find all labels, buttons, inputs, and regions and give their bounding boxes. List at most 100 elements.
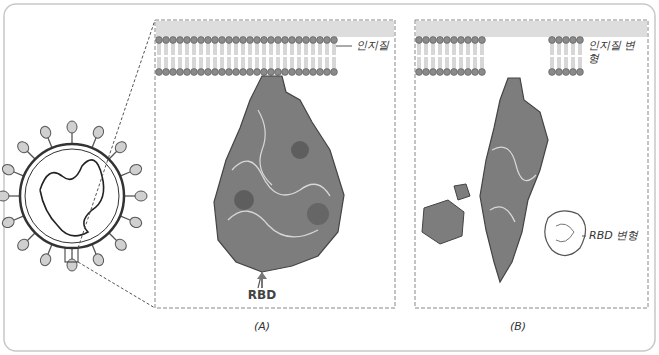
lipid-tail — [228, 42, 229, 55]
lipid-tail — [221, 57, 222, 70]
lipid-tail — [179, 42, 180, 55]
lipid-tail — [432, 57, 433, 70]
lipid-tail — [420, 57, 421, 70]
lipid-tail — [158, 57, 159, 70]
lipid-head — [198, 37, 205, 44]
lipid-head — [261, 37, 268, 44]
envelope — [20, 144, 124, 248]
lipid-tail — [425, 42, 426, 55]
spike — [120, 216, 131, 221]
leader-line — [336, 46, 352, 47]
spike — [124, 195, 136, 196]
lipid-head — [549, 37, 556, 44]
lipid-tail — [462, 57, 463, 70]
lipid-tail — [207, 42, 208, 55]
lipid-tail — [335, 57, 336, 70]
lipid-head — [275, 37, 282, 44]
lipid-tail — [291, 57, 292, 70]
lipid-tail — [214, 42, 215, 55]
lipid-head — [170, 37, 177, 44]
lipid-tail — [553, 42, 554, 55]
spike — [13, 216, 24, 221]
lipid-head — [458, 37, 465, 44]
lipid-head — [556, 69, 563, 76]
lipid-tail — [551, 57, 552, 70]
lipid-head — [416, 37, 423, 44]
lipid-tail — [251, 57, 252, 70]
lipid-tail — [209, 42, 210, 55]
lipid-tail — [165, 57, 166, 70]
membrane-change-label: 인지질 변형 — [586, 39, 642, 65]
lipid-head — [198, 69, 205, 76]
lipid-tail — [439, 42, 440, 55]
lipid-head — [303, 37, 310, 44]
lipid-head — [423, 37, 430, 44]
lipid-tail — [256, 42, 257, 55]
spike — [27, 233, 35, 241]
spike-head — [15, 237, 31, 253]
lipid-tail — [328, 42, 329, 55]
lipid-tail — [244, 57, 245, 70]
lipid-tail — [223, 42, 224, 55]
spike — [8, 195, 20, 196]
virus-particle — [0, 121, 147, 271]
lipid-tail — [263, 42, 264, 55]
lipid-head — [233, 37, 240, 44]
lipid-tail — [441, 42, 442, 55]
lipid-tail — [300, 57, 301, 70]
lipid-tail — [216, 42, 217, 55]
lipid-head — [233, 69, 240, 76]
lipid-tail — [474, 42, 475, 55]
lipid-head — [458, 69, 465, 76]
lipid-tail — [195, 57, 196, 70]
panel-label: (A) — [252, 320, 272, 333]
lipid-tail — [567, 42, 568, 55]
lipid-head — [479, 69, 486, 76]
lipid-tail — [420, 42, 421, 55]
lipid-tail — [427, 57, 428, 70]
lipid-tail — [469, 57, 470, 70]
lipid-tail — [265, 42, 266, 55]
lipid-tail — [481, 57, 482, 70]
spike-head — [91, 252, 105, 267]
lipid-tail — [333, 57, 334, 70]
panel-a-top-band — [156, 21, 394, 37]
lipid-head — [240, 37, 247, 44]
lipid-head — [177, 69, 184, 76]
lipid-tail — [455, 57, 456, 70]
lipid-tail — [181, 42, 182, 55]
lipid-tail — [572, 57, 573, 70]
lipid-tail — [483, 42, 484, 55]
lipid-tail — [214, 57, 215, 70]
lipid-tail — [565, 42, 566, 55]
lipid-tail — [223, 57, 224, 70]
lipid-tail — [560, 42, 561, 55]
lipid-head — [296, 37, 303, 44]
lipid-head — [261, 69, 268, 76]
lipid-tail — [481, 42, 482, 55]
lipid-tail — [321, 57, 322, 70]
lipid-tail — [298, 42, 299, 55]
lipid-head — [268, 69, 275, 76]
lipid-head — [437, 37, 444, 44]
lipid-tail — [200, 57, 201, 70]
lipid-tail — [462, 42, 463, 55]
lipid-tail — [439, 57, 440, 70]
panel-a-frame — [155, 20, 395, 308]
lipid-head — [317, 69, 324, 76]
lipid-tail — [558, 42, 559, 55]
lipid-head — [191, 37, 198, 44]
lipid-head — [163, 37, 170, 44]
lipid-head — [282, 69, 289, 76]
lipid-tail — [228, 57, 229, 70]
lipid-tail — [567, 57, 568, 70]
lipid-tail — [319, 42, 320, 55]
lipid-tail — [333, 42, 334, 55]
rbd-label: RBD — [246, 288, 278, 302]
lipid-head — [451, 37, 458, 44]
spike-head — [91, 125, 105, 140]
lipid-tail — [551, 42, 552, 55]
lipid-tail — [200, 42, 201, 55]
lipid-head — [577, 69, 584, 76]
lipid-tail — [476, 42, 477, 55]
